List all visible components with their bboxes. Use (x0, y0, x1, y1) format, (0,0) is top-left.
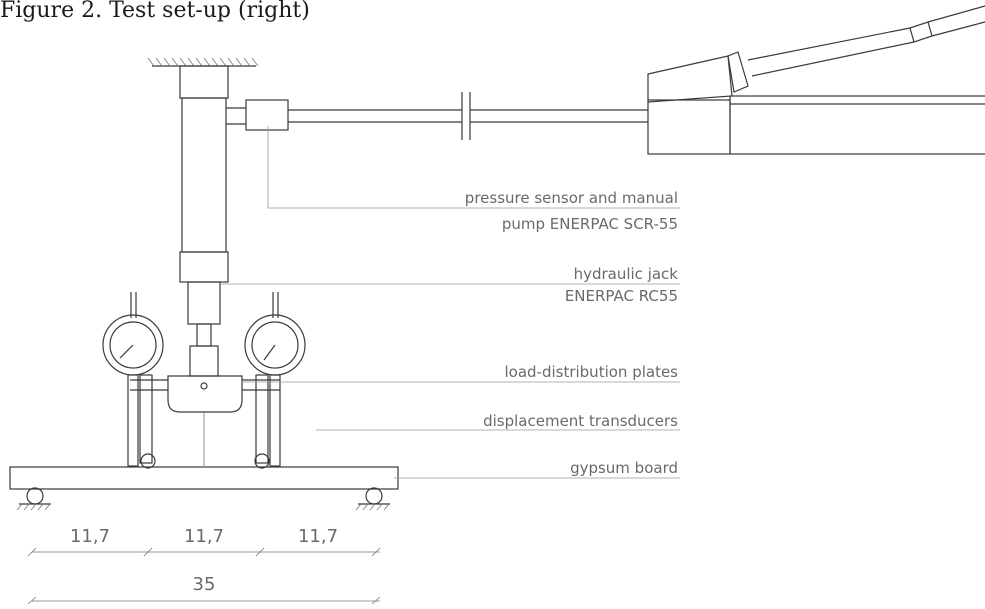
hydraulic-hose (226, 92, 648, 140)
manual-pump (647, 5, 985, 155)
right-displacement-transducer (244, 292, 306, 469)
dim-total: 35 (193, 574, 216, 595)
left-roller-support (16, 487, 51, 511)
label-pressure-sensor-line1: pressure sensor and manual (465, 189, 678, 207)
load-distribution-plates (130, 375, 280, 466)
label-load-distribution-plates: load-distribution plates (504, 363, 678, 381)
figure-caption: Figure 2. Test set-up (right) (0, 0, 310, 23)
hydraulic-jack (179, 65, 229, 377)
dim-segment-3: 11,7 (298, 526, 338, 547)
label-pressure-sensor-line2: pump ENERPAC SCR-55 (502, 215, 678, 233)
dim-segment-1: 11,7 (70, 526, 110, 547)
dimension-lines (27, 547, 381, 605)
label-gypsum-board: gypsum board (570, 459, 678, 477)
label-hydraulic-jack-line2: ENERPAC RC55 (565, 287, 678, 305)
gypsum-board (9, 466, 399, 490)
left-displacement-transducer (102, 292, 164, 469)
leader-lines (220, 126, 680, 479)
dim-segment-2: 11,7 (184, 526, 224, 547)
label-hydraulic-jack-line1: hydraulic jack (574, 265, 679, 283)
top-fixed-support (147, 57, 259, 67)
right-roller-support (355, 487, 390, 511)
label-displacement-transducers: displacement transducers (483, 412, 678, 430)
